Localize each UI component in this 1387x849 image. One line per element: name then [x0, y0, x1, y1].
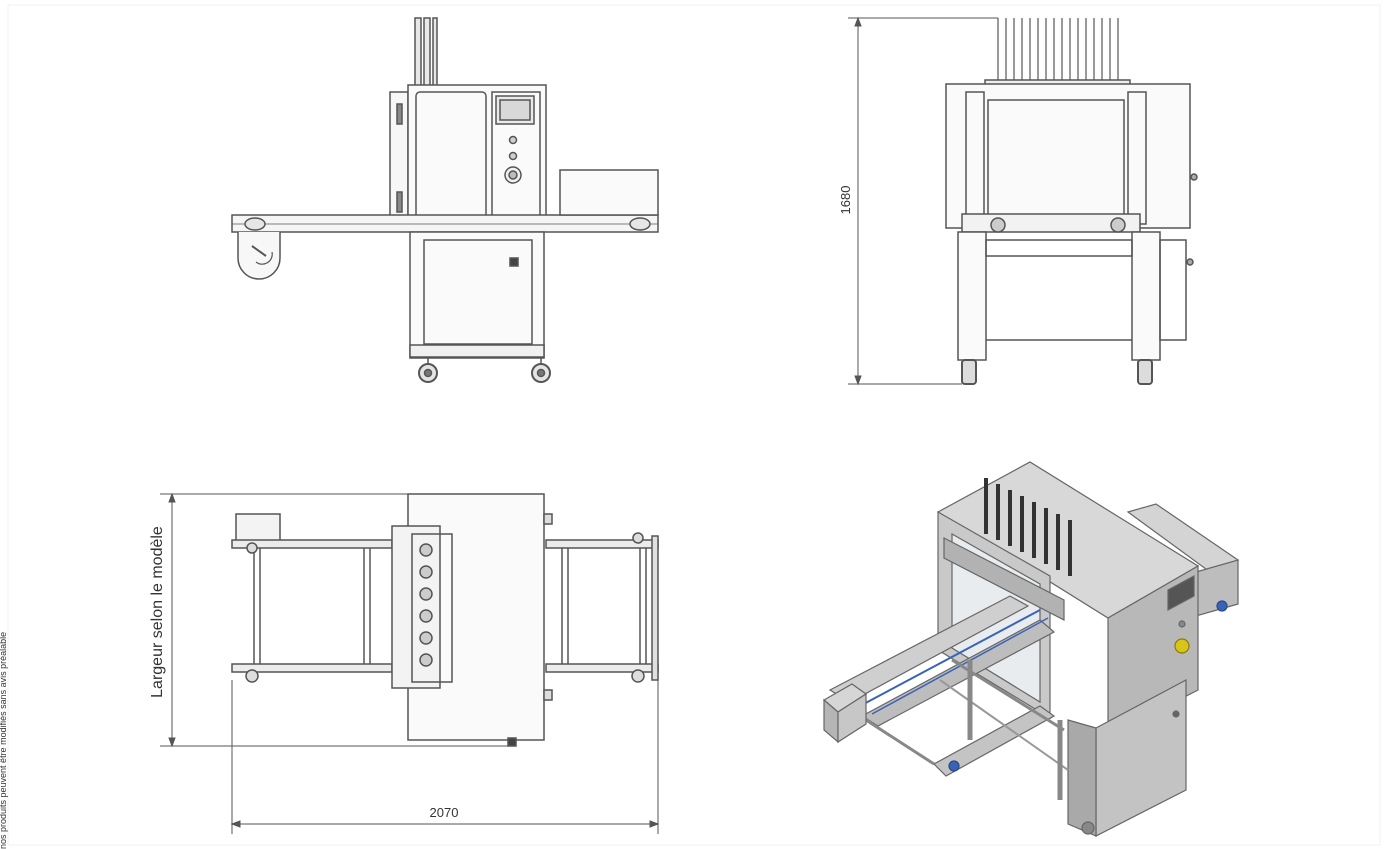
height-dimension-label: 1680 [838, 186, 853, 215]
height-dimension [848, 16, 998, 386]
top-view [231, 493, 659, 747]
isometric-view [822, 461, 1240, 837]
width-dimension-label: Largeur selon le modèle [149, 526, 166, 698]
length-dimension-label: 2070 [430, 805, 459, 820]
width-dimension [160, 492, 512, 748]
side-view [945, 18, 1198, 385]
length-dimension [230, 680, 660, 834]
front-view [231, 17, 659, 383]
side-note: nos produits peuvent être modifiés sans … [0, 631, 8, 849]
